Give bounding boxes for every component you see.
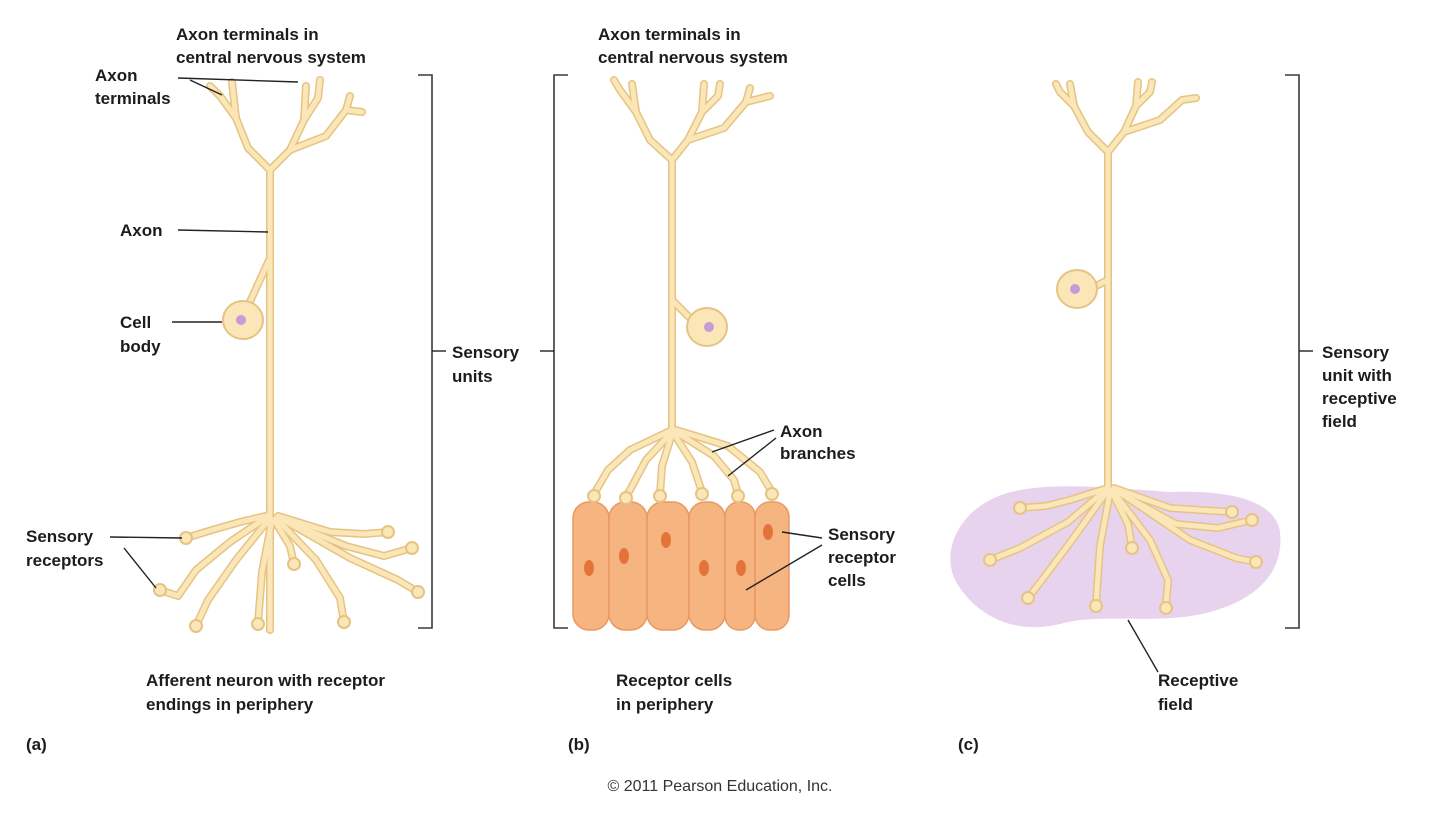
axon-branch-ending [587,489,601,503]
receptor-cells [572,501,790,631]
label-axon-terminals-cns-a: Axon terminals in central nervous system [176,25,366,67]
leader-receptor-cells-2 [745,544,823,591]
label-sensory-units: Sensory units [452,343,524,386]
leader-axon-terminals-1 [177,77,299,83]
receptor-ending [1089,599,1103,613]
leader-axon-branches-1 [711,429,775,453]
label-sensory-receptor-cells: Sensory receptor cells [828,525,901,590]
receptor-ending [337,615,351,629]
receptor-ending [251,617,265,631]
label-cell-body: Cell body [120,313,161,356]
neuron-a [153,76,425,634]
bracket-a-right [418,74,433,629]
panel-letter-a: (a) [26,735,47,754]
receptor-ending [405,541,419,555]
bracket-b-left [553,74,568,629]
leader-receptor-cells-1 [781,531,823,539]
label-sensory-receptors: Sensory receptors [26,527,103,570]
caption-b: Receptor cells in periphery [616,671,737,714]
receptor-cell [754,501,790,631]
receptor-cell-nucleus [619,548,629,564]
label-receptive-field: Receptive field [1158,671,1243,714]
receptor-ending [411,585,425,599]
panel-letter-c: (c) [958,735,979,754]
neuron-c [983,78,1263,615]
leader-axon-terminals-2 [189,79,223,96]
receptor-cell-nucleus [763,524,773,540]
neuron-b [587,76,779,505]
axon-branch-ending [765,487,779,501]
leader-sensory-receptors-2 [123,547,157,589]
nucleus-c [1070,284,1080,294]
receptor-cell-nucleus [699,560,709,576]
label-sensory-unit-receptive-field: Sensory unit with receptive field [1322,343,1401,431]
leader-sensory-receptors-1 [109,536,183,539]
axon-branch-ending [731,489,745,503]
receptor-ending [153,583,167,597]
receptor-cell-nucleus [584,560,594,576]
leader-axon-branches-2 [727,437,777,477]
axon-branch-ending [695,487,709,501]
receptor-ending [1249,555,1263,569]
receptor-ending [1021,591,1035,605]
receptor-ending [983,553,997,567]
receptor-cell [608,501,648,631]
receptor-ending [1225,505,1239,519]
panel-letter-b: (b) [568,735,590,754]
label-axon-terminals-cns-b: Axon terminals in central nervous system [598,25,788,67]
label-axon-branches: Axon branches [780,422,856,463]
receptor-ending [189,619,203,633]
receptor-ending [1125,541,1139,555]
receptor-ending [1159,601,1173,615]
axon-branch-ending [619,491,633,505]
receptor-cell-nucleus [736,560,746,576]
caption-a: Afferent neuron with receptor endings in… [146,671,390,714]
receptor-cell [646,501,690,631]
receptor-ending [381,525,395,539]
bracket-c-right [1285,74,1300,629]
axon-branch-ending [653,489,667,503]
label-axon-terminals: Axon terminals [95,66,171,108]
nucleus-a [236,315,246,325]
leader-receptive-field [1127,619,1159,673]
leader-axon [177,229,269,233]
receptor-cell-nucleus [661,532,671,548]
nucleus-b [704,322,714,332]
label-axon: Axon [120,221,163,240]
receptor-ending [1245,513,1259,527]
copyright-notice: © 2011 Pearson Education, Inc. [608,778,833,795]
receptor-ending [287,557,301,571]
receptor-ending [1013,501,1027,515]
